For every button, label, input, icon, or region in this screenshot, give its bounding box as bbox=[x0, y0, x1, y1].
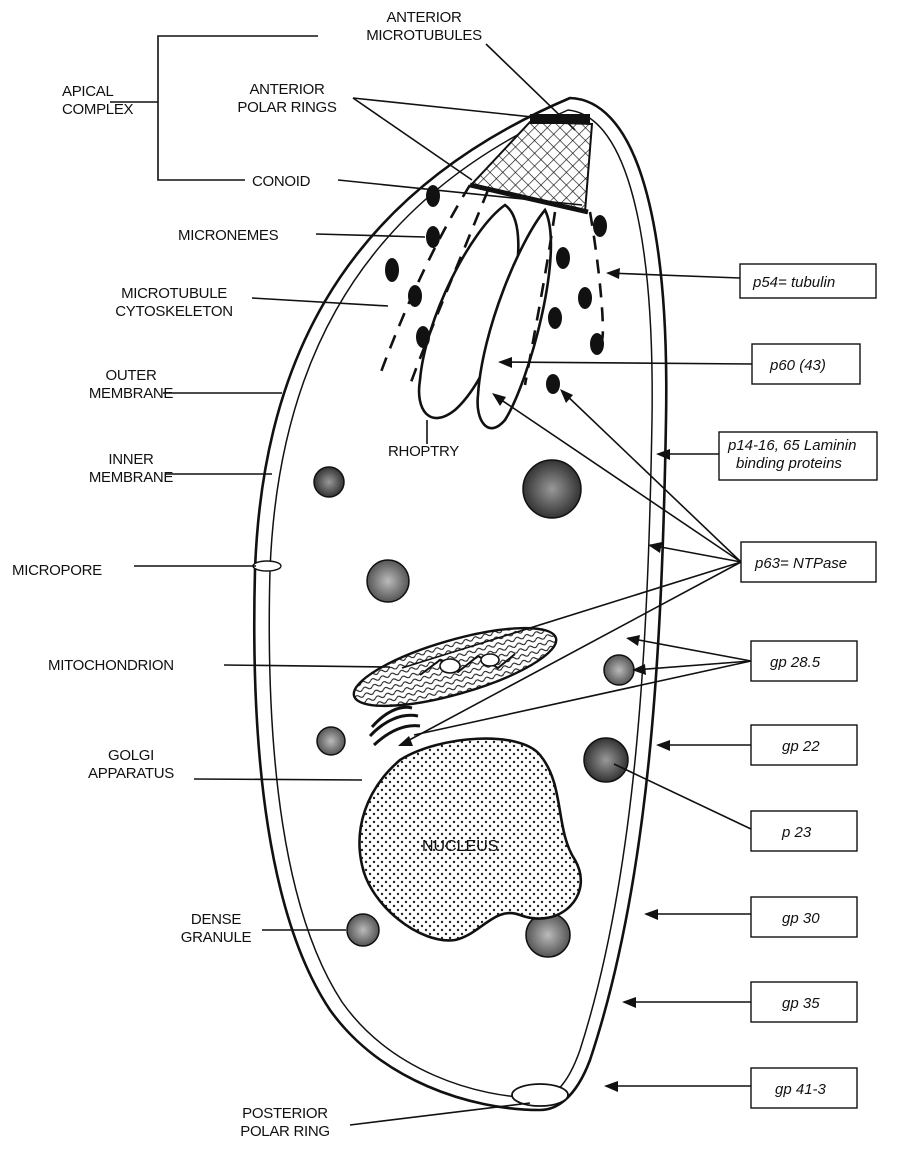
dense-granule bbox=[604, 655, 634, 685]
box-p23-text: p 23 bbox=[781, 824, 812, 841]
label-nucleus: NUCLEUS bbox=[422, 838, 498, 855]
dense-granule bbox=[314, 467, 344, 497]
box-gp35-text: gp 35 bbox=[782, 995, 820, 1012]
dense-granule bbox=[367, 560, 409, 602]
box-gp30-text: gp 30 bbox=[782, 910, 820, 927]
dense-granule bbox=[526, 913, 570, 957]
dense-granule bbox=[584, 738, 628, 782]
dense-granule bbox=[347, 914, 379, 946]
label-micronemes: MICRONEMES bbox=[178, 227, 279, 244]
right-boxes: p54= tubulin p60 (43) p14-16, 65 Laminin… bbox=[719, 264, 877, 1108]
label-micropore: MICROPORE bbox=[12, 562, 102, 579]
golgi-apparatus bbox=[370, 707, 420, 745]
dense-granule bbox=[523, 460, 581, 518]
box-gp413-text: gp 41-3 bbox=[775, 1081, 827, 1098]
box-p60-text: p60 (43) bbox=[769, 357, 826, 374]
box-p63-text: p63= NTPase bbox=[754, 555, 847, 572]
box-gp285-text: gp 28.5 bbox=[770, 654, 821, 671]
dense-granule bbox=[317, 727, 345, 755]
label-rhoptry: RHOPTRY bbox=[388, 443, 459, 460]
label-conoid: CONOID bbox=[252, 173, 311, 190]
box-p54-text: p54= tubulin bbox=[752, 274, 835, 291]
left-leader-lines bbox=[110, 36, 582, 1125]
micropore bbox=[253, 561, 281, 571]
box-gp22-text: gp 22 bbox=[782, 738, 820, 755]
label-mitochondrion: MITOCHONDRION bbox=[48, 657, 174, 674]
posterior-polar-ring bbox=[512, 1084, 568, 1106]
